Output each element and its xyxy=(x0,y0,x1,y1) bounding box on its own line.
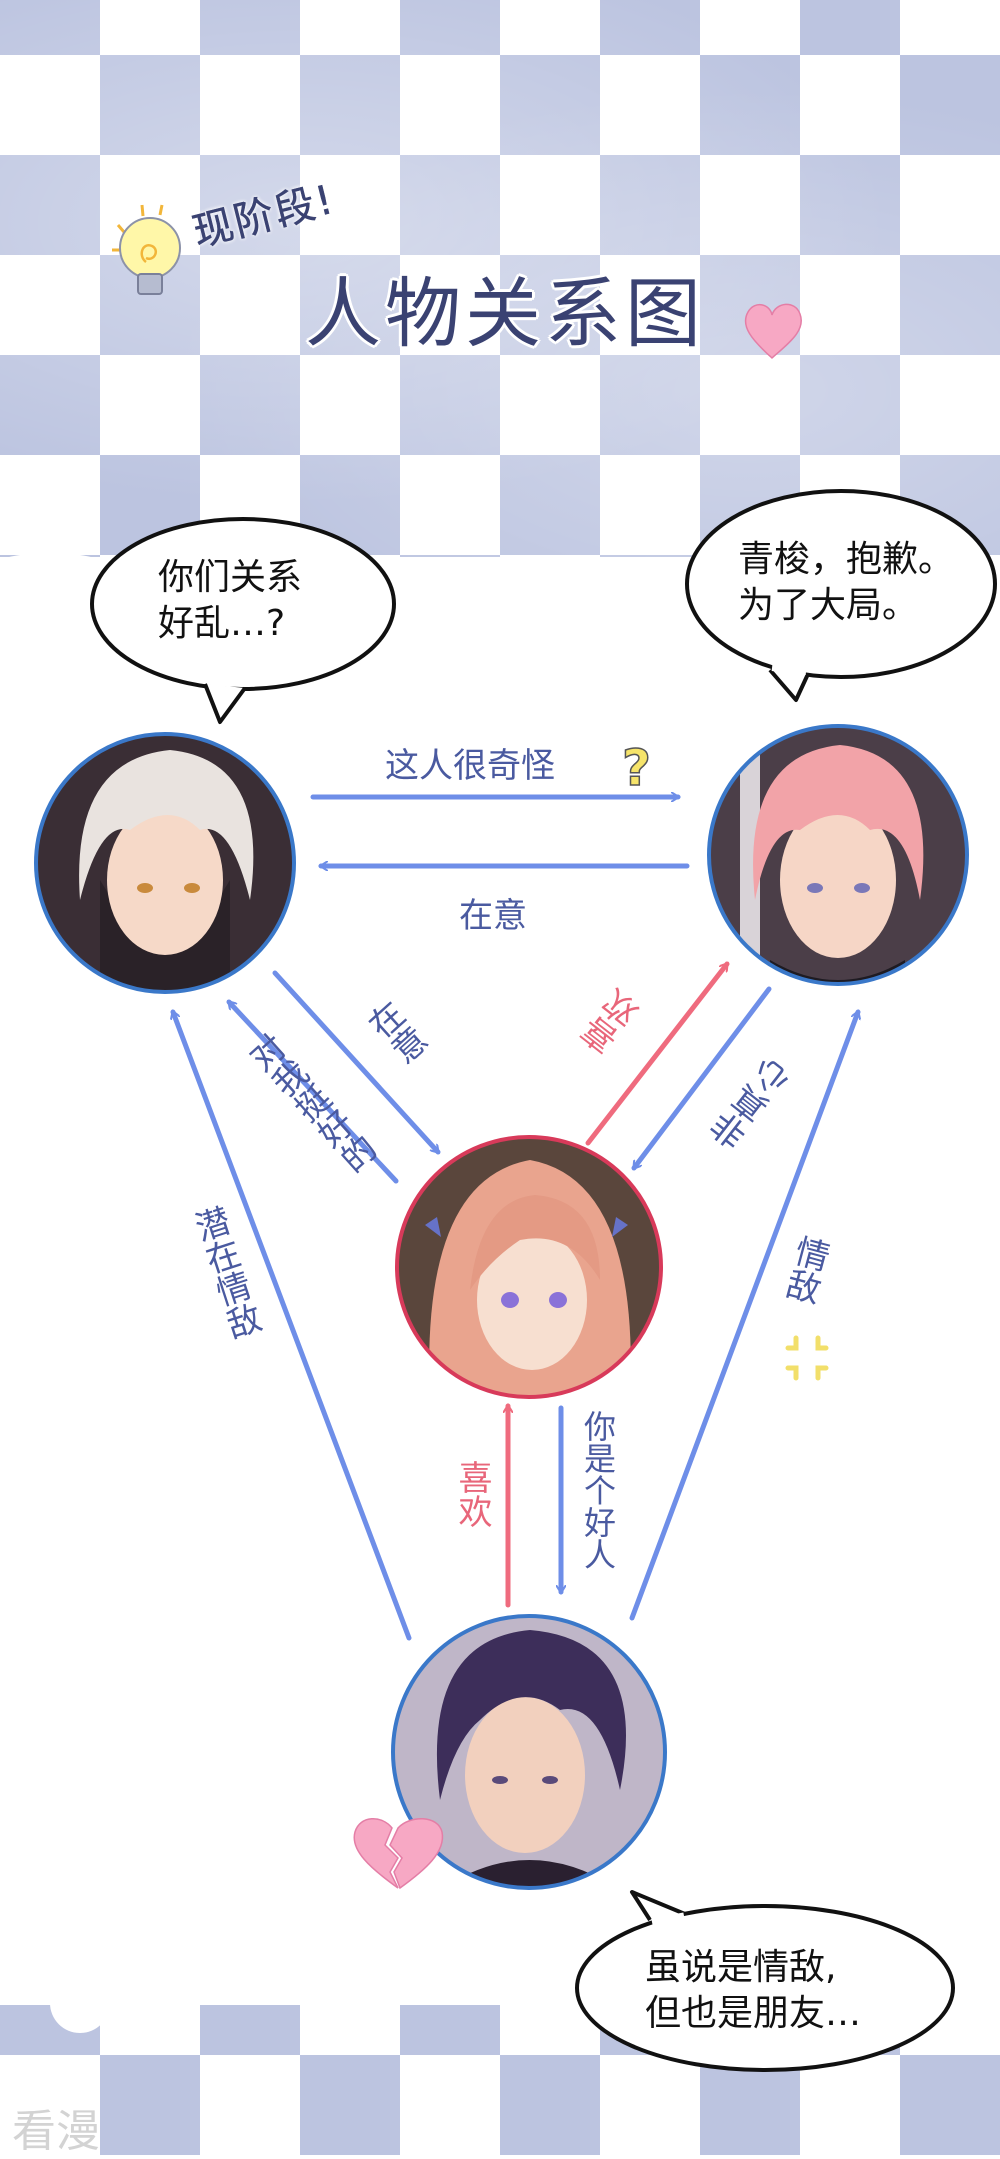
broken-heart-icon xyxy=(353,1818,444,1890)
label-a-to-b: 这人很奇怪 xyxy=(385,746,555,786)
label-c-to-d: 你是个好人 xyxy=(579,1410,617,1570)
anger-mark-icon xyxy=(785,1335,829,1381)
page-title: 人物关系图 xyxy=(305,269,705,358)
avatar-white-hair-boy xyxy=(34,732,296,994)
watermark: 看漫 xyxy=(12,2106,100,2157)
avatar-purple-hair-boy xyxy=(391,1614,667,1890)
heart-icon xyxy=(744,303,803,360)
bubble-text-top-left: 你们关系 好乱…? xyxy=(158,557,303,644)
bubble-text-bottom: 虽说是情敌, 但也是朋友… xyxy=(645,1947,862,2034)
avatar-girl xyxy=(395,1135,663,1399)
arrow-b-to-c xyxy=(631,986,772,1171)
arrow-c-to-b xyxy=(585,961,730,1146)
checker-background-top xyxy=(0,0,1000,557)
question-mark-icon: ? xyxy=(621,738,652,798)
label-b-to-a: 在意 xyxy=(459,896,527,936)
arrow-a-to-c xyxy=(272,970,441,1155)
speech-bubble-top-left xyxy=(90,517,396,724)
speech-bubble-top-right xyxy=(685,489,997,702)
svg-text:?: ? xyxy=(622,739,651,797)
arrow-d-to-b xyxy=(629,1012,858,1621)
label-d-to-c: 喜欢 xyxy=(452,1460,492,1528)
speech-bubble-bottom xyxy=(575,1890,955,2072)
bubble-text-top-right: 青梭，抱歉。 为了大局。 xyxy=(738,539,955,626)
watercolor-overlay xyxy=(0,0,1000,557)
avatar-pink-hair-boy xyxy=(707,724,969,986)
arrow-c-to-a xyxy=(226,999,399,1184)
lightbulb-icon xyxy=(112,204,181,295)
arrow-d-to-a xyxy=(173,1012,412,1641)
